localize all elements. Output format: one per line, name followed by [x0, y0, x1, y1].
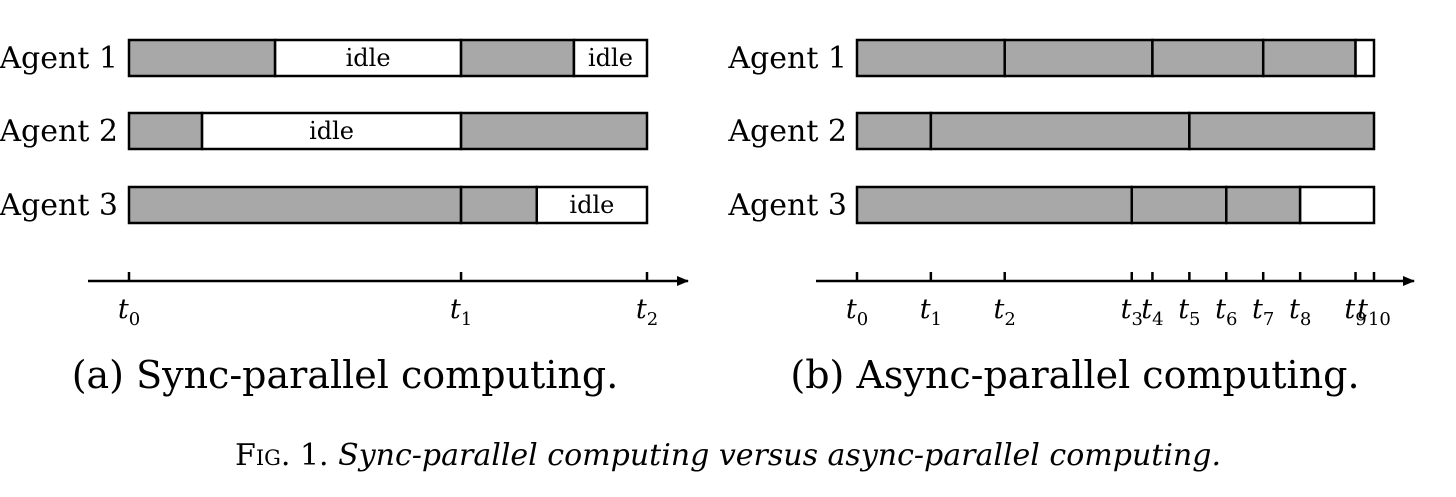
busy-segment	[1130, 185, 1228, 225]
busy-segment	[1188, 111, 1376, 151]
idle-segment	[273, 38, 463, 78]
idle-label: idle	[309, 117, 354, 145]
busy-segment	[1151, 38, 1265, 78]
idle-segment	[535, 185, 649, 225]
busy-segment	[855, 111, 933, 151]
agent-label: Agent 1	[0, 41, 118, 76]
busy-segment	[855, 38, 1006, 78]
tick-label: t3	[1121, 294, 1143, 330]
busy-segment	[1003, 38, 1154, 78]
figure-caption: Fig. 1. Sync-parallel computing versus a…	[0, 438, 1456, 473]
busy-segment	[1225, 185, 1302, 225]
idle-segment	[1298, 185, 1376, 225]
agent-label: Agent 1	[727, 41, 847, 76]
tick-label: t2	[636, 294, 658, 330]
busy-segment	[1261, 38, 1357, 78]
figure-caption-text: Sync-parallel computing versus async-par…	[338, 438, 1221, 473]
tick-label: t8	[1289, 294, 1311, 330]
idle-segment	[200, 111, 463, 151]
tick-label: t4	[1141, 294, 1163, 330]
idle-label: idle	[346, 44, 391, 72]
tick-label: t1	[450, 294, 472, 330]
tick-label: t0	[846, 294, 868, 330]
tick-label: t7	[1252, 294, 1274, 330]
busy-segment	[929, 111, 1191, 151]
tick-label: t6	[1215, 294, 1237, 330]
panel-caption: (a) Sync-parallel computing.	[72, 353, 619, 397]
idle-label: idle	[569, 191, 614, 219]
agent-label: Agent 3	[727, 188, 847, 223]
figure-caption-prefix: Fig. 1.	[235, 438, 329, 473]
busy-segment	[127, 185, 463, 225]
tick-label: t0	[118, 294, 140, 330]
busy-segment	[459, 111, 649, 151]
busy-segment	[459, 38, 576, 78]
tick-label: t2	[994, 294, 1016, 330]
tick-label: t9	[1344, 294, 1366, 330]
idle-segment	[1354, 38, 1376, 78]
agent-label: Agent 2	[0, 114, 118, 149]
busy-segment	[127, 111, 204, 151]
busy-segment	[127, 38, 277, 78]
tick-label: t5	[1178, 294, 1200, 330]
idle-label: idle	[588, 44, 633, 72]
agent-label: Agent 3	[0, 188, 118, 223]
busy-segment	[855, 185, 1133, 225]
tick-label: t1	[920, 294, 942, 330]
agent-label: Agent 2	[727, 114, 847, 149]
busy-segment	[459, 185, 539, 225]
tick-label: t10	[1357, 294, 1391, 330]
idle-segment	[572, 38, 649, 78]
panel-caption: (b) Async-parallel computing.	[790, 353, 1359, 397]
